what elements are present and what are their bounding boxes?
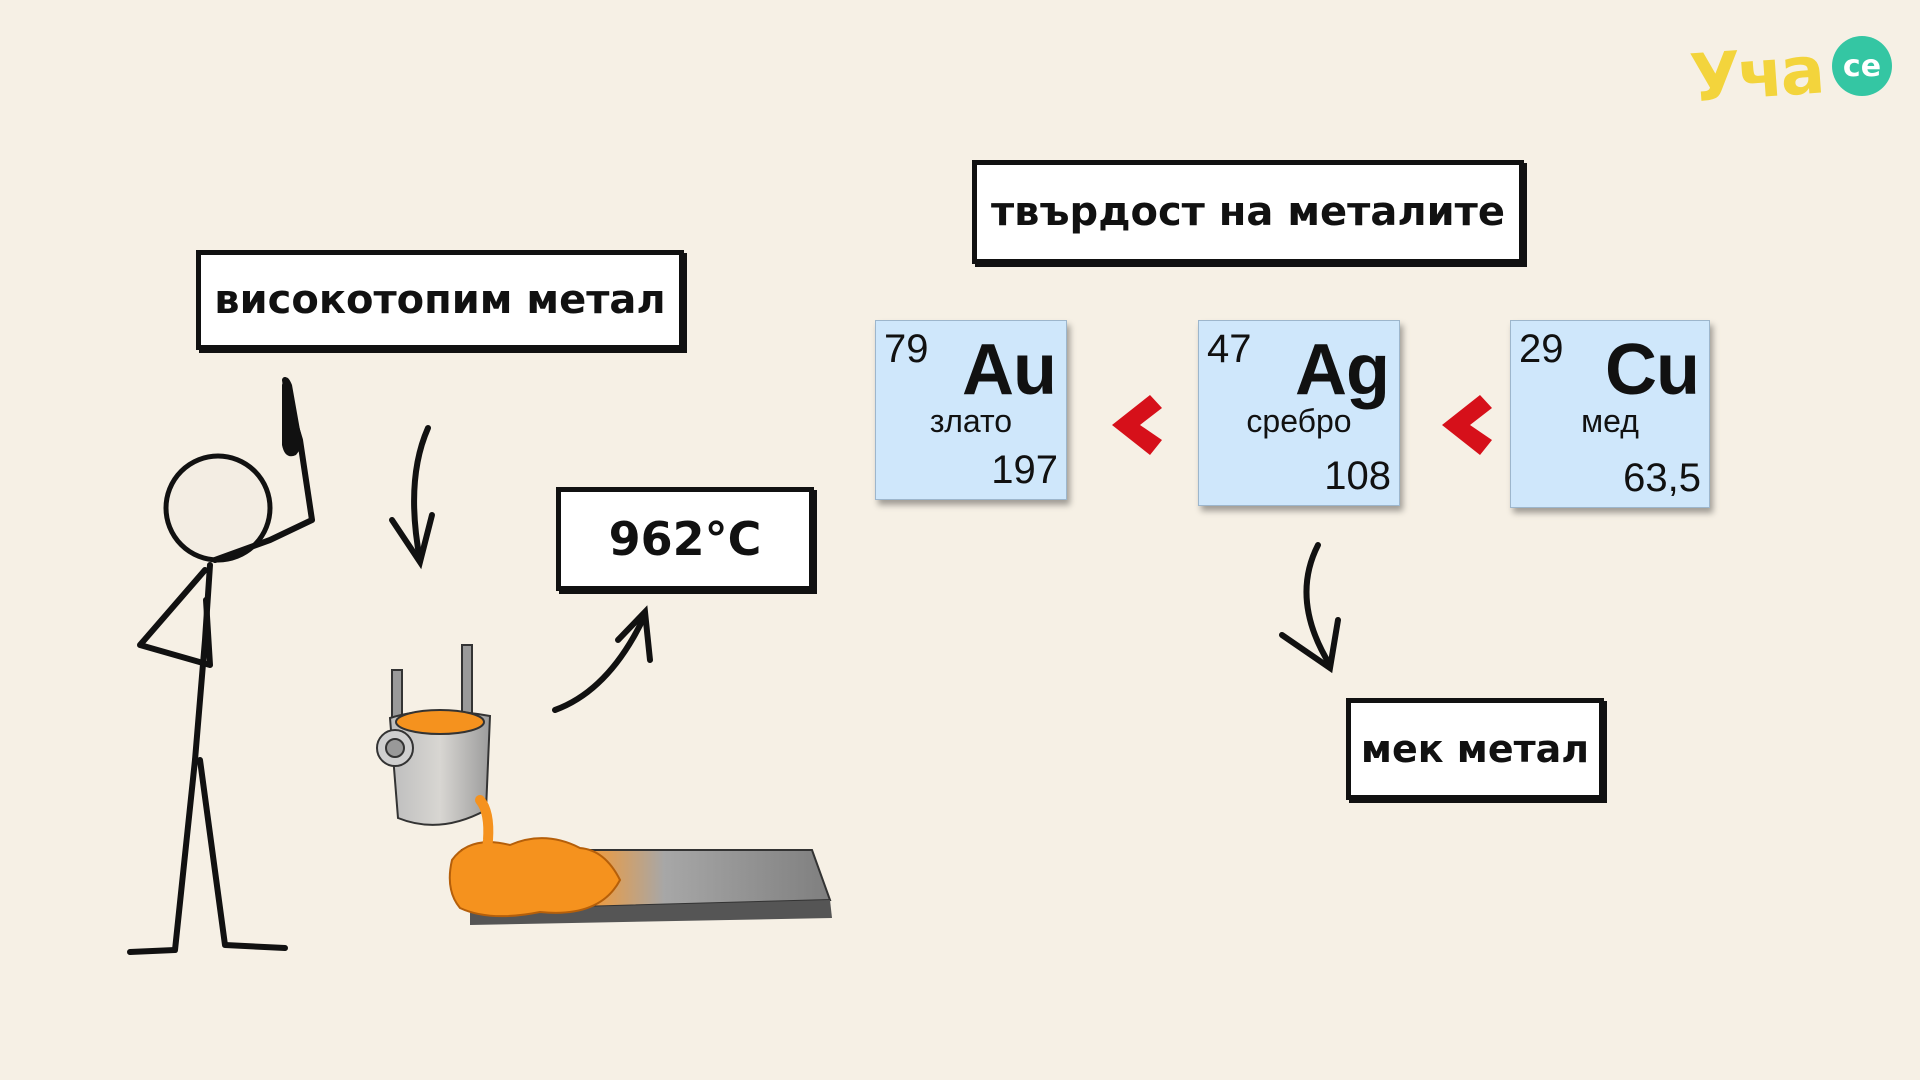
high-melting-metal-label: високотопим метал [196, 250, 684, 350]
temperature-label: 962°C [556, 487, 814, 591]
soft-metal-label: мек метал [1346, 698, 1604, 800]
atomic-mass: 108 [1324, 454, 1391, 498]
curved-arrow-icon [552, 605, 653, 713]
less-than-chevron-icon [1112, 395, 1162, 455]
element-symbol: Cu [1605, 330, 1700, 410]
element-tile-ag: 47 Ag сребро 108 [1198, 320, 1400, 506]
raised-finger-icon [282, 377, 302, 457]
crucible-icon [376, 644, 500, 857]
atomic-number: 29 [1519, 327, 1564, 371]
element-symbol: Ag [1295, 330, 1390, 410]
element-tile-cu: 29 Cu мед 63,5 [1510, 320, 1710, 508]
atomic-number: 79 [884, 327, 929, 371]
atomic-number: 47 [1207, 327, 1252, 371]
element-symbol: Au [962, 330, 1057, 410]
atomic-mass: 197 [991, 448, 1058, 492]
uchase-logo: Уча се [1687, 30, 1900, 118]
stick-figure [127, 377, 315, 955]
element-tile-au: 79 Au злато 197 [875, 320, 1067, 500]
hardness-title-text: твърдост на металите [991, 189, 1505, 235]
down-arrow-icon [389, 425, 435, 570]
atomic-mass: 63,5 [1623, 456, 1701, 500]
logo-bubble: се [1832, 36, 1892, 96]
hardness-title-label: твърдост на металите [972, 160, 1524, 264]
metal-slab [448, 837, 832, 925]
temperature-text: 962°C [608, 512, 762, 566]
element-name: сребро [1246, 403, 1352, 439]
less-than-chevron-icon [1442, 395, 1492, 455]
soft-metal-text: мек метал [1360, 727, 1590, 771]
high-melting-metal-text: високотопим метал [214, 277, 666, 323]
down-arrow-icon [1279, 542, 1341, 674]
element-name: мед [1581, 403, 1639, 439]
element-name: злато [929, 403, 1013, 439]
